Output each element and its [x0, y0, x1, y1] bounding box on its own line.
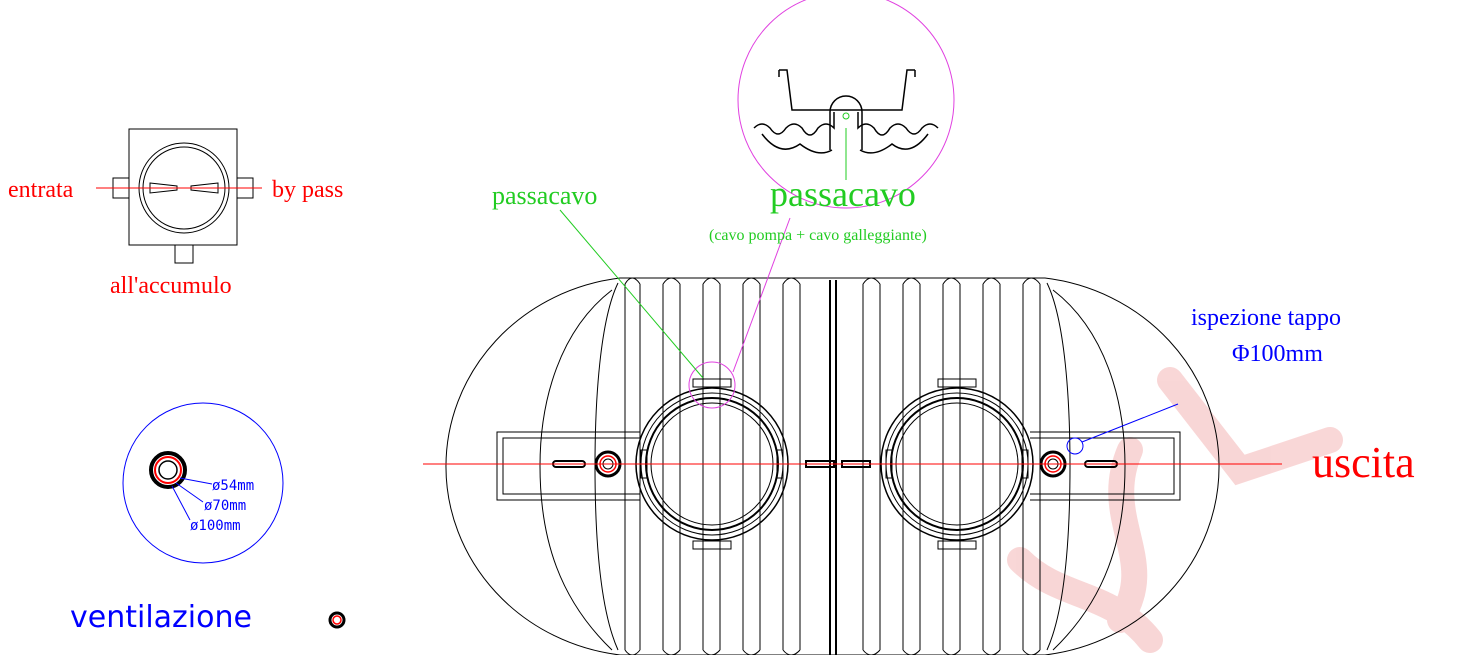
pozzetto-deflector-left [149, 182, 178, 194]
inspection-marker [1066, 437, 1084, 455]
tank-left-arm [496, 431, 640, 501]
passacavo-detail-title: passacavo [770, 174, 916, 214]
inlet-label: entrata [8, 177, 74, 203]
watermark [1007, 367, 1343, 653]
passacavo-marker [688, 361, 736, 409]
ventilation-detail-circle [122, 402, 284, 564]
tank-outer-shell [445, 277, 1220, 655]
passacavo-label: passacavo [492, 181, 597, 210]
ventilation-symbol [328, 611, 346, 629]
dim-70mm: ø70mm [204, 498, 246, 514]
inspection-dim: Φ100mm [1232, 341, 1323, 367]
dim-100mm: ø100mm [190, 518, 241, 534]
dim-54mm: ø54mm [212, 478, 254, 494]
ventilation-label: ventilazione [70, 600, 252, 635]
passacavo-detail-subtitle: (cavo pompa + cavo galleggiante) [709, 227, 927, 244]
passacavo-detail [737, 0, 955, 209]
tank-right-arm [1030, 431, 1181, 501]
accumulo-label: all'accumulo [110, 273, 232, 299]
inspection-label: ispezione tappo [1191, 305, 1341, 331]
passacavo-callout [559, 209, 791, 409]
pozzetto-outlet-pipe [174, 244, 194, 264]
pozzetto-plan-view [96, 128, 262, 264]
pozzetto-deflector-right [190, 182, 219, 194]
inspection-callout [1066, 403, 1179, 455]
tank-plan-view [423, 277, 1282, 655]
passacavo-detail-circle [737, 0, 955, 209]
ventilation-detail [122, 402, 284, 564]
pozzetto-body [128, 128, 238, 246]
outlet-label: uscita [1312, 438, 1415, 487]
bypass-label: by pass [272, 177, 343, 203]
